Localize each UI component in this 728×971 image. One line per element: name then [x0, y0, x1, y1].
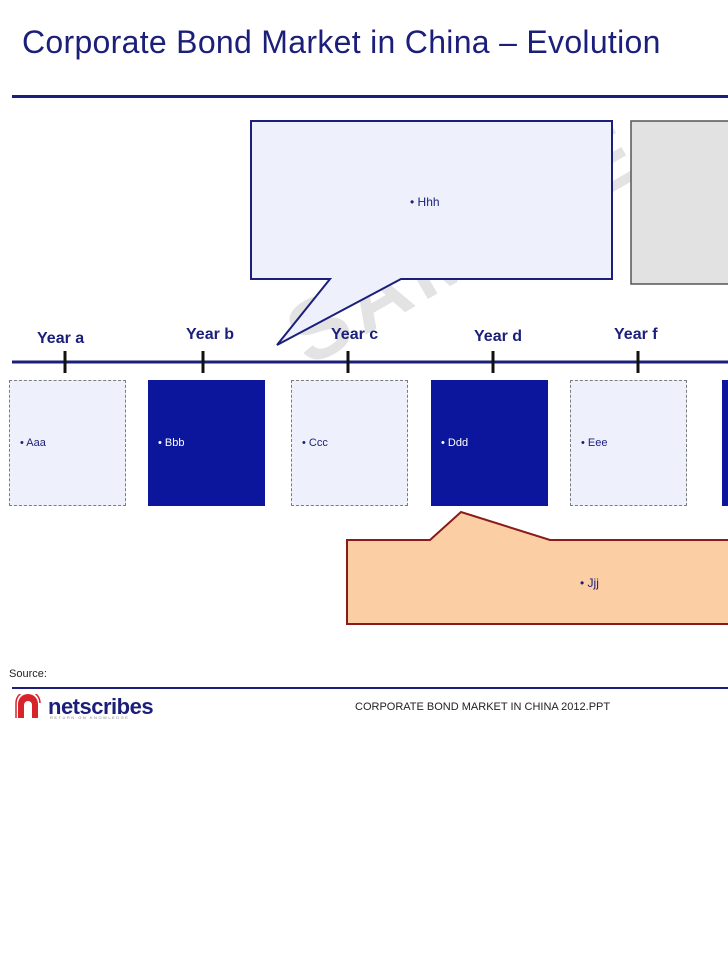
event-box-text: • Bbb — [158, 437, 185, 449]
event-box-text: • Ccc — [302, 437, 328, 449]
year-label-b: Year b — [186, 326, 235, 343]
box-partial-right — [722, 380, 728, 506]
callout-bottom-text: • Jjj — [580, 576, 599, 590]
source-label: Source: — [9, 668, 47, 680]
callout-top-text: • Hhh — [410, 195, 440, 209]
logo-wordmark: netscribes — [48, 694, 154, 719]
event-box-aaa: • Aaa — [9, 380, 126, 506]
grey-side-panel — [630, 120, 728, 285]
event-box-eee: • Eee — [570, 380, 687, 506]
year-label-c: Year c — [331, 326, 379, 343]
netscribes-logo: netscribes — [14, 694, 154, 720]
event-box-text: • Ddd — [441, 437, 469, 449]
event-box-bbb: • Bbb — [148, 380, 265, 506]
callout-top-shape — [250, 120, 613, 346]
year-label-d: Year d — [474, 328, 523, 345]
footer-rule — [12, 687, 728, 689]
year-label-a: Year a — [37, 330, 85, 347]
callout-bottom-shape — [346, 510, 728, 625]
event-box-ccc: • Ccc — [291, 380, 408, 506]
title-underline — [12, 95, 728, 98]
footer-filename: CORPORATE BOND MARKET IN CHINA 2012.PPT — [355, 701, 611, 713]
logo-tagline: RETURN ON KNOWLEDGE — [50, 715, 130, 720]
event-box-text: • Aaa — [20, 437, 46, 449]
event-box-text: • Eee — [581, 437, 608, 449]
year-label-f: Year f — [614, 326, 658, 343]
event-box-ddd: • Ddd — [431, 380, 548, 506]
page-title: Corporate Bond Market in China – Evoluti… — [22, 24, 661, 60]
netscribes-logo-icon — [15, 694, 41, 718]
